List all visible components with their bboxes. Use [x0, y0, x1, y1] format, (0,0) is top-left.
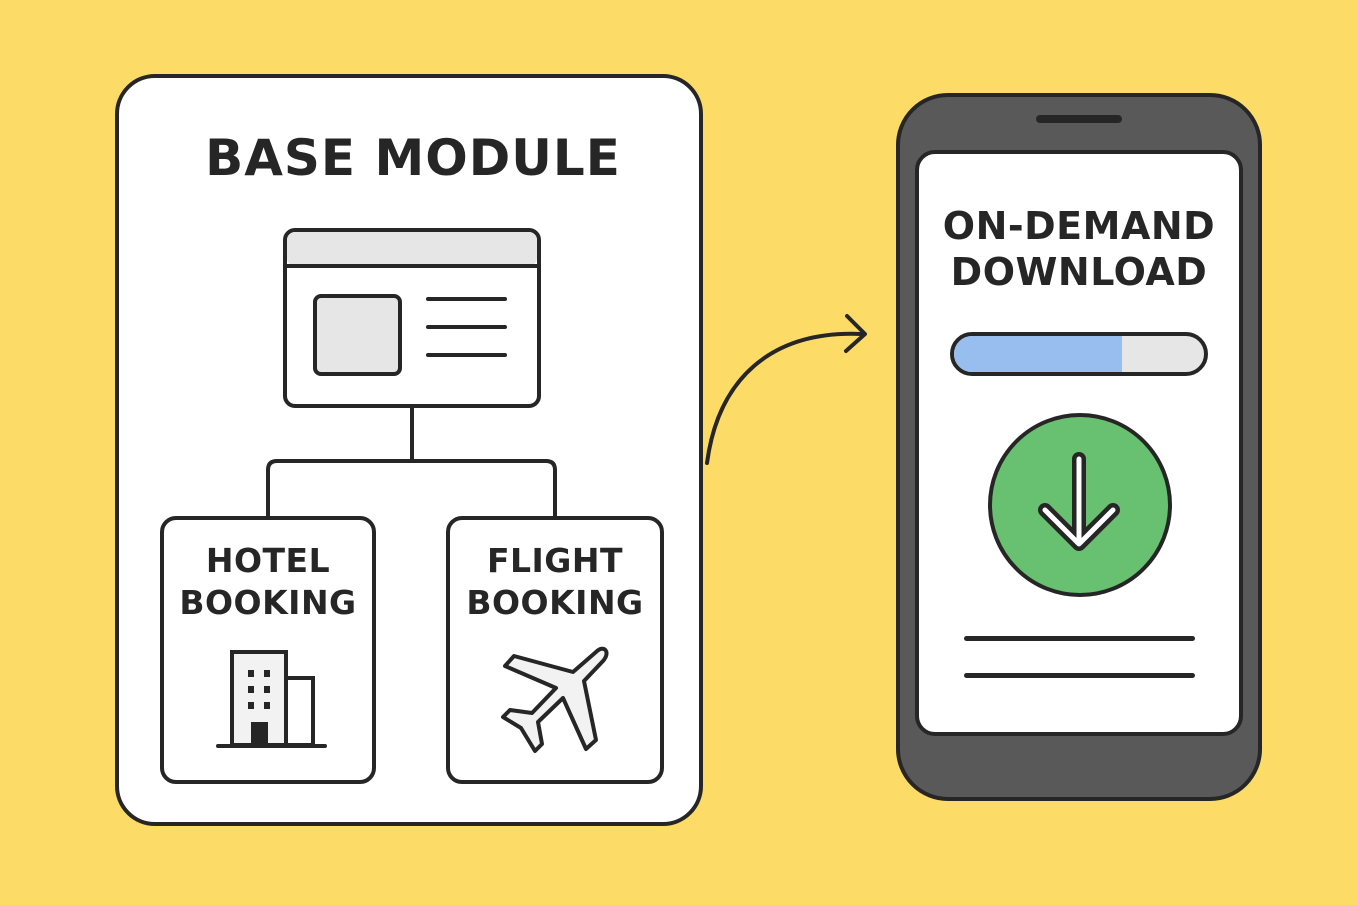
- hotel-booking-label: HOTEL BOOKING: [179, 541, 357, 622]
- building-icon: [216, 650, 327, 748]
- curved-arrow-icon: [705, 314, 867, 465]
- download-arrow-highlight: [1042, 456, 1116, 547]
- placeholder-text-line: [964, 636, 1195, 641]
- download-progress-bar: [950, 332, 1208, 376]
- on-demand-download-title: ON-DEMAND DOWNLOAD: [942, 204, 1216, 294]
- flight-booking-module: [446, 516, 664, 784]
- placeholder-text-line: [964, 673, 1195, 678]
- airplane-icon: [501, 646, 609, 753]
- tree-connector: [266, 406, 557, 518]
- phone-speaker: [1036, 115, 1122, 123]
- download-progress-fill: [954, 336, 1122, 372]
- base-module-title: BASE MODULE: [205, 129, 621, 187]
- flight-booking-label: FLIGHT BOOKING: [466, 541, 644, 622]
